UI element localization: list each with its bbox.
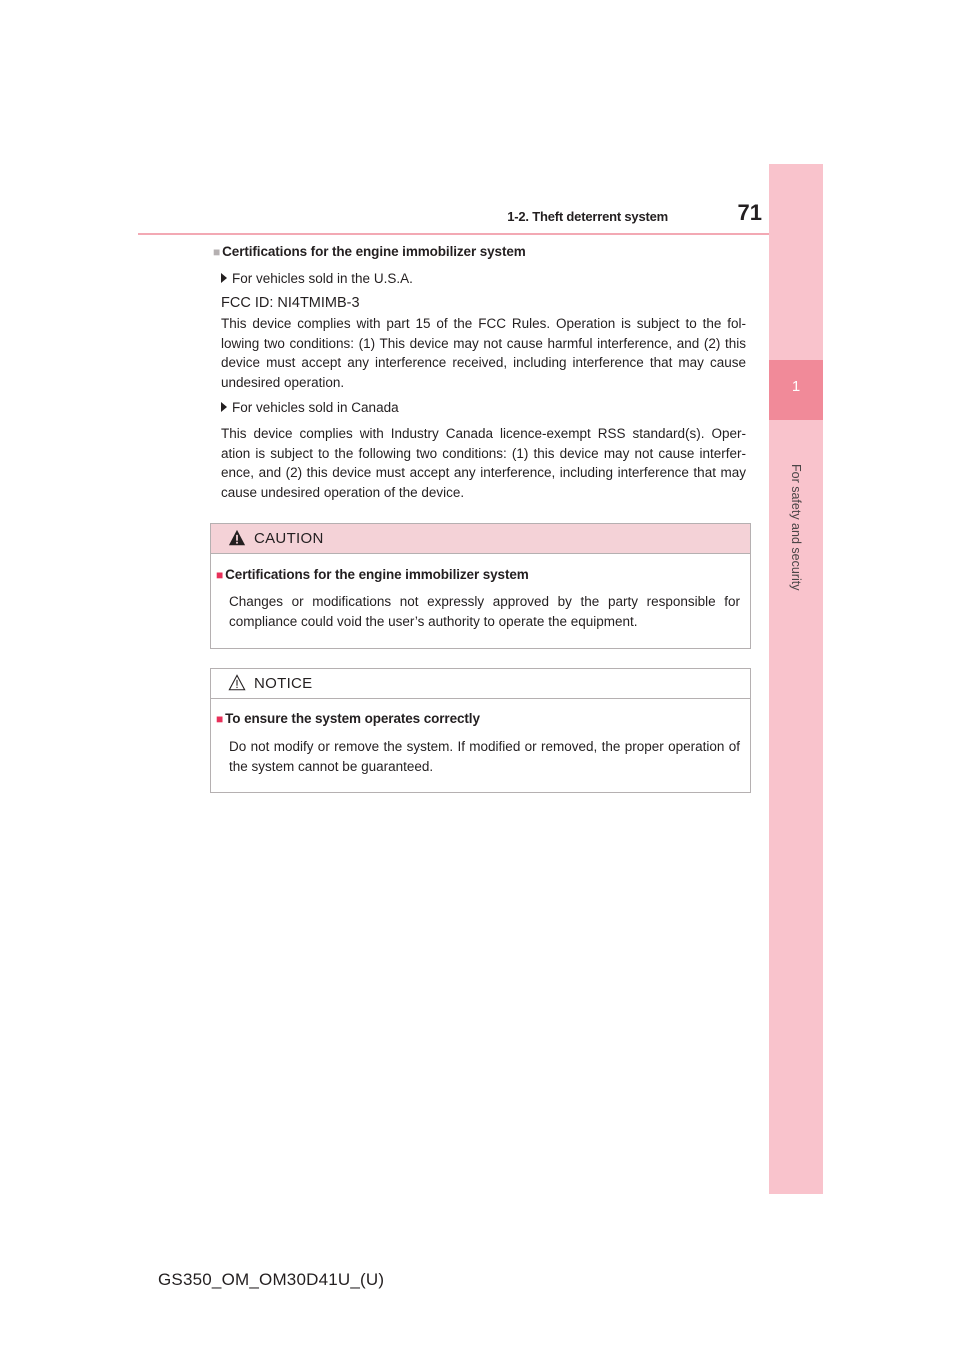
- canada-label-text: For vehicles sold in Canada: [232, 400, 399, 415]
- caution-subheading: ■Certifications for the engine immobiliz…: [216, 567, 529, 582]
- notice-subheading-text: To ensure the system operates correctly: [225, 711, 480, 726]
- notice-subheading: ■To ensure the system operates correctly: [216, 711, 480, 726]
- header-divider: [138, 233, 823, 235]
- chapter-title: For safety and security: [789, 464, 803, 591]
- notice-header: NOTICE: [211, 669, 750, 699]
- fcc-id: FCC ID: NI4TMIMB-3: [221, 295, 360, 311]
- caution-subheading-text: Certifications for the engine immobilize…: [225, 567, 529, 582]
- usa-text: This device complies with part 15 of the…: [221, 316, 746, 390]
- chapter-number-block: [769, 360, 823, 420]
- square-bullet-icon: ■: [213, 245, 221, 259]
- canada-label: For vehicles sold in Canada: [221, 398, 746, 418]
- page-number: 71: [737, 200, 762, 225]
- notice-box: NOTICE ■To ensure the system operates co…: [210, 668, 751, 793]
- notice-title: NOTICE: [254, 675, 313, 692]
- section-title: 1-2. Theft deterrent system: [507, 209, 668, 224]
- canada-text: This device complies with Industry Canad…: [221, 426, 746, 500]
- chapter-title-vertical: For safety and security: [789, 464, 817, 724]
- triangle-bullet-icon: [221, 402, 227, 412]
- warning-outline-icon: [228, 674, 246, 691]
- square-bullet-icon: ■: [216, 712, 224, 726]
- notice-text: Do not modify or remove the system. If m…: [229, 739, 740, 774]
- square-bullet-icon: ■: [216, 568, 224, 582]
- subheading-text: Certifications for the engine immobilize…: [222, 244, 526, 259]
- subheading: ■Certifications for the engine immobiliz…: [213, 244, 526, 259]
- usa-label-text: For vehicles sold in the U.S.A.: [232, 271, 413, 286]
- caution-text: Changes or modifications not expressly a…: [229, 594, 740, 629]
- triangle-bullet-icon: [221, 273, 227, 283]
- document-code: GS350_OM_OM30D41U_(U): [158, 1270, 385, 1289]
- chapter-number: 1: [791, 378, 801, 395]
- caution-title: CAUTION: [254, 530, 324, 547]
- usa-label: For vehicles sold in the U.S.A.: [221, 269, 746, 289]
- warning-icon: [228, 529, 246, 546]
- chapter-side-tab: 1 For safety and security: [769, 164, 823, 1194]
- caution-box: CAUTION ■Certifications for the engine i…: [210, 523, 751, 649]
- caution-header: CAUTION: [211, 524, 750, 554]
